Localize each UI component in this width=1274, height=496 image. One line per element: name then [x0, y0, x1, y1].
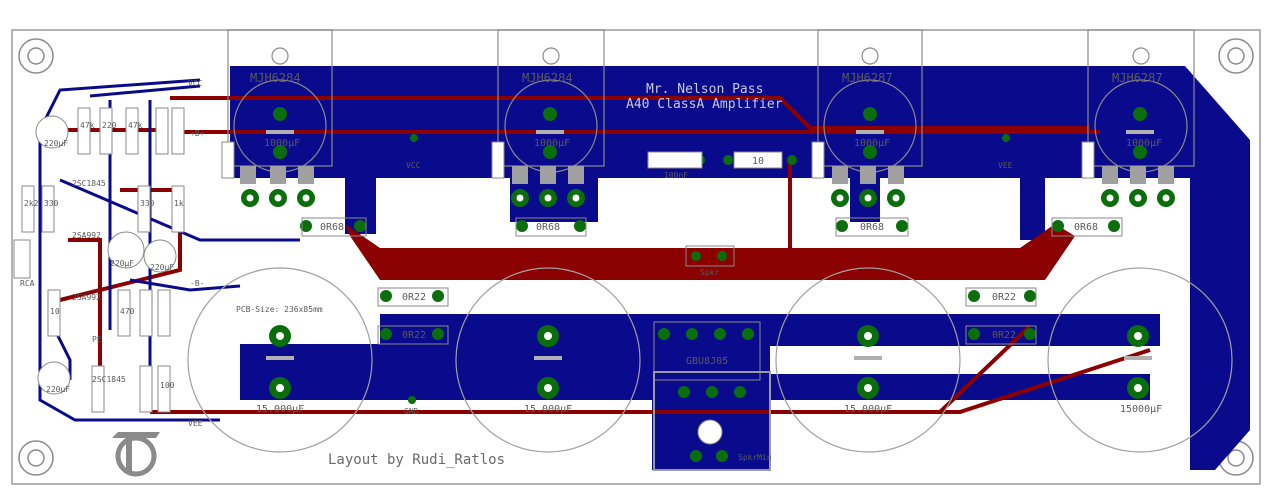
emitter-resistor-1: 0R68: [320, 222, 344, 233]
label-q1: 2SC1845: [72, 179, 106, 188]
pe-label: PE: [92, 335, 102, 344]
label-q3: 2SA992: [72, 293, 101, 302]
transistor-label-4: MJH6287: [1112, 71, 1163, 85]
left-components: [13, 107, 1095, 413]
gnd-rail: [380, 314, 1160, 400]
logo-icon: [112, 432, 160, 477]
spkr-label: Spkr: [700, 268, 719, 277]
label-r9: 470: [120, 307, 135, 316]
big-cap-label-1: 15.000µF: [256, 404, 304, 415]
mounting-hole-icon: [1218, 38, 1254, 74]
pads: [241, 107, 1175, 462]
label-r2: 330: [44, 199, 59, 208]
film-cap-label: 100nF: [664, 171, 688, 180]
series-resistor-label: 10: [752, 156, 764, 167]
emitter-resistor-3: 0R68: [860, 222, 884, 233]
pcb-size-label: PCB-Size: 236x85mm: [236, 305, 323, 314]
mounting-hole-icon: [18, 38, 54, 74]
small-cap-label-3: 1000µF: [854, 138, 890, 149]
label-c1: 220µF: [44, 139, 68, 148]
label-q4: 2SC1845: [92, 375, 126, 384]
emitter-resistor-4: 0R68: [1074, 222, 1098, 233]
part-outlines: [301, 151, 1123, 471]
spkr-bus: [345, 224, 1075, 280]
transistor-label-2: MJH6284: [522, 71, 573, 85]
label-c2: 220µF: [110, 259, 134, 268]
board-title-line1: Mr. Nelson Pass: [646, 82, 763, 97]
low-resistor-4: 0R22: [992, 330, 1016, 341]
rca-label: RCA: [20, 279, 35, 288]
big-cap-label-4: 15000µF: [1120, 404, 1162, 415]
low-resistor-3: 0R22: [992, 292, 1016, 303]
label-r4: 10: [50, 307, 60, 316]
big-cap-outlines: [187, 267, 1233, 453]
vcc-rail: [230, 66, 1250, 470]
big-cap-label-2: 15.000µF: [524, 404, 572, 415]
vee-label: VEE: [998, 161, 1013, 170]
top-copper-traces: [59, 96, 1151, 414]
label-c4: 220µF: [46, 385, 70, 394]
label-r6: 47k: [128, 121, 143, 130]
spkr-minus-label: SpkrMin: [738, 453, 772, 462]
label-q2: 2SA992: [72, 231, 101, 240]
low-resistor-1: 0R22: [402, 292, 426, 303]
b-plus-label: +B+: [190, 129, 205, 138]
transistor-label-3: MJH6287: [842, 71, 893, 85]
cap-polarity: [266, 130, 1154, 360]
small-cap-label-4: 1000µF: [1126, 138, 1162, 149]
mounting-hole-icon: [18, 440, 54, 476]
transistor-label-1: MJH6284: [250, 71, 301, 85]
vcc-label: VCC: [406, 161, 421, 170]
gnd-label: GND: [404, 407, 419, 416]
small-cap-label-1: 1000µF: [264, 138, 300, 149]
layout-credit: Layout by Rudi_Ratlos: [328, 452, 505, 468]
label-r1: 2k2: [24, 199, 39, 208]
vee-left-label: VEE: [188, 419, 203, 428]
label-r8: 1k: [174, 199, 184, 208]
label-c3: 220µF: [150, 263, 174, 272]
bridge-label: GBU8J05: [686, 356, 728, 367]
emitter-resistor-2: 0R68: [536, 222, 560, 233]
label-r3: 47k: [80, 121, 95, 130]
transistor-legs: [240, 166, 1174, 184]
b-minus-label: -B-: [190, 279, 204, 288]
low-resistor-2: 0R22: [402, 330, 426, 341]
board-title-line2: A40 ClassA Amplifier: [626, 97, 783, 112]
label-r5: 220: [102, 121, 117, 130]
big-cap-label-3: 15.000µF: [844, 404, 892, 415]
label-r10: 100: [160, 381, 175, 390]
small-cap-label-2: 1000µF: [534, 138, 570, 149]
vcc-left-label: VCC: [188, 79, 203, 88]
label-r7: 330: [140, 199, 155, 208]
